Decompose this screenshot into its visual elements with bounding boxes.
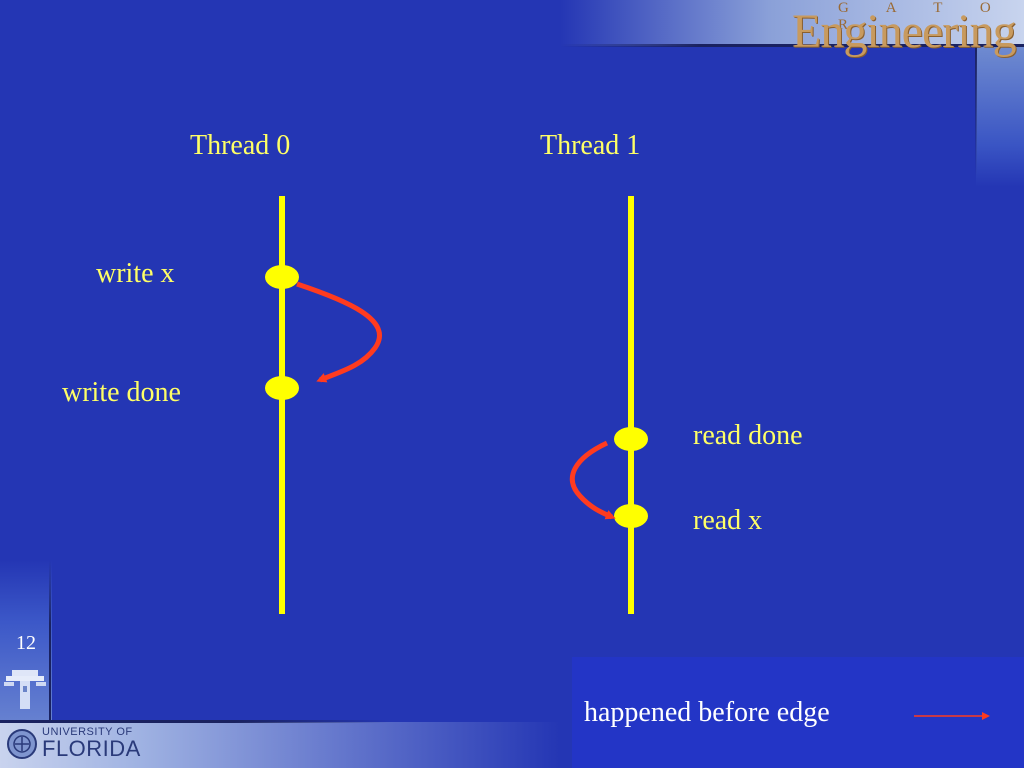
event-label-write-done: write done — [62, 377, 181, 408]
event-node-write-x — [265, 265, 299, 289]
event-node-write-done — [265, 376, 299, 400]
right-strip-divider — [975, 47, 977, 177]
tower-icon — [4, 670, 46, 709]
happened-before-edge-thread0 — [296, 281, 382, 383]
event-node-read-done — [614, 427, 648, 451]
event-label-write-x: write x — [96, 258, 175, 289]
university-name-bottom: FLORIDA — [42, 736, 141, 761]
event-node-read-x — [614, 504, 648, 528]
thread-1-title: Thread 1 — [540, 130, 641, 161]
university-name-top: UNIVERSITY OF — [42, 726, 133, 738]
university-seal-icon — [7, 729, 37, 759]
legend-box: happened before edge — [572, 657, 1024, 768]
brand-gator-text: G A T O R — [838, 0, 1008, 33]
event-label-read-x: read x — [693, 505, 763, 536]
slide-number: 12 — [16, 632, 36, 654]
legend-label: happened before edge — [584, 697, 830, 728]
event-label-read-done: read done — [693, 420, 803, 451]
happened-before-edge-thread1 — [569, 440, 616, 520]
right-decorative-strip — [976, 47, 1024, 187]
thread-0-title: Thread 0 — [190, 130, 291, 161]
footer-banner — [0, 722, 560, 768]
brand-engineering-logo: Engineering — [792, 5, 1017, 58]
header-banner — [560, 0, 1024, 46]
left-strip-divider — [49, 560, 51, 720]
header-divider — [560, 44, 1024, 47]
legend-arrow-icon — [914, 712, 990, 720]
footer-divider — [0, 720, 390, 723]
